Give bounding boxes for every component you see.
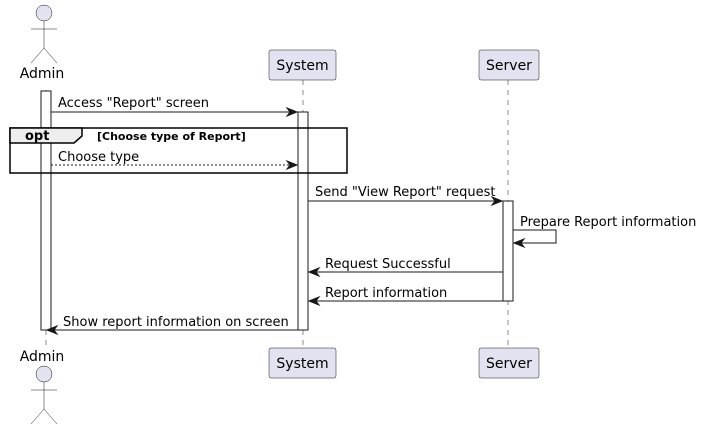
arrowhead-icon bbox=[307, 295, 321, 307]
arrowhead-icon bbox=[490, 195, 504, 207]
system-box-bottom bbox=[268, 347, 337, 379]
admin-activation bbox=[40, 90, 52, 331]
fragment-frame bbox=[9, 127, 348, 174]
message-show-report: Show report information on screen bbox=[45, 315, 298, 336]
admin-label-top: Admin bbox=[20, 66, 65, 82]
server-box-top bbox=[478, 49, 540, 81]
server-label-bottom: Server bbox=[486, 356, 532, 372]
fragment-condition: [Choose type of Report] bbox=[97, 130, 246, 143]
arrowhead-icon bbox=[512, 237, 526, 249]
message-label: Send "View Report" request bbox=[315, 185, 495, 200]
actor-head-icon bbox=[35, 365, 53, 383]
actor-body-icon bbox=[30, 382, 58, 425]
server-participant-top: Server bbox=[478, 49, 540, 81]
opt-fragment: opt [Choose type of Report] bbox=[9, 127, 348, 174]
message-label: Report information bbox=[325, 286, 447, 301]
arrowhead-icon bbox=[307, 266, 321, 278]
system-label-top: System bbox=[276, 58, 328, 74]
message-send-view-report: Send "View Report" request bbox=[308, 185, 504, 207]
system-participant-bottom: System bbox=[268, 347, 337, 379]
fragment-keyword: opt bbox=[25, 129, 49, 144]
system-box-top bbox=[268, 49, 337, 81]
message-label: Show report information on screen bbox=[63, 315, 289, 330]
arrowhead-icon bbox=[45, 324, 59, 336]
admin-actor-bottom: Admin bbox=[20, 349, 65, 425]
server-activation bbox=[502, 200, 514, 302]
message-label: Prepare Report information bbox=[520, 215, 696, 230]
message-request-successful: Request Successful bbox=[307, 257, 503, 278]
arrowhead-icon bbox=[285, 106, 299, 118]
message-label: Access "Report" screen bbox=[58, 96, 209, 111]
actor-head-icon bbox=[35, 4, 53, 22]
system-activation bbox=[297, 111, 309, 331]
server-box-bottom bbox=[478, 347, 540, 379]
message-label: Choose type bbox=[58, 150, 139, 165]
message-choose-type: Choose type bbox=[51, 150, 299, 171]
admin-label-bottom: Admin bbox=[20, 349, 65, 365]
message-report-information: Report information bbox=[307, 286, 503, 307]
actor-body-icon bbox=[30, 21, 58, 64]
server-participant-bottom: Server bbox=[478, 347, 540, 379]
message-prepare-report: Prepare Report information bbox=[512, 215, 696, 249]
system-participant-top: System bbox=[268, 49, 337, 81]
message-access-report: Access "Report" screen bbox=[51, 96, 299, 118]
system-label-bottom: System bbox=[276, 356, 328, 372]
message-label: Request Successful bbox=[325, 257, 451, 272]
fragment-tab bbox=[9, 127, 83, 144]
admin-actor-top: Admin bbox=[20, 4, 65, 82]
server-label-top: Server bbox=[486, 58, 532, 74]
arrowhead-icon bbox=[285, 159, 299, 171]
